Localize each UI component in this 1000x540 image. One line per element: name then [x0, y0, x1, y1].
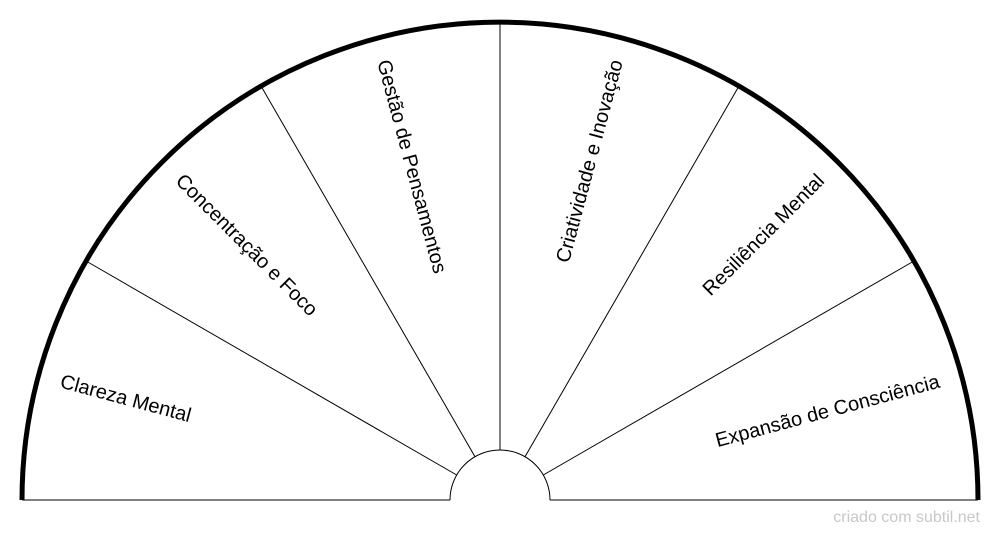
segment-label-expansao-de-consciencia: Expansão de Consciência — [713, 371, 943, 452]
segment-divider — [85, 260, 457, 476]
outer-arc — [19, 19, 981, 501]
segment-label-resiliencia-mental: Resiliência Mental — [699, 170, 829, 300]
segment-label-gestao-de-pensamentos: Gestão de Pensamentos — [372, 57, 450, 275]
center-hub — [449, 449, 551, 501]
segment-label-concentracao-e-foco: Concentração e Foco — [171, 170, 322, 321]
watermark-credit: criado com subtil.net — [833, 509, 980, 526]
segment-divider — [543, 260, 915, 476]
segment-divider — [524, 85, 740, 457]
segment-dividers — [85, 22, 915, 476]
segment-label-criatividade-e-inovacao: Criatividade e Inovação — [552, 57, 627, 265]
segment-label-clareza-mental: Clareza Mental — [58, 371, 194, 427]
segment-divider — [260, 85, 476, 457]
